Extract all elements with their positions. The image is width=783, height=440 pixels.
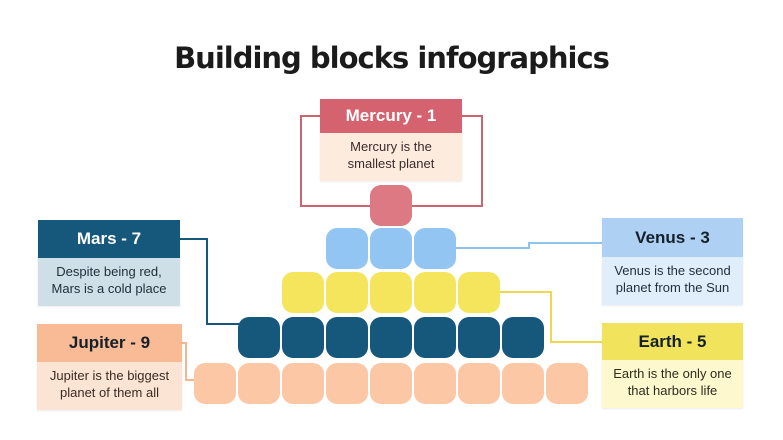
building-block-jupiter bbox=[414, 363, 456, 404]
label-card-venus: Venus - 3 Venus is the second planet fro… bbox=[602, 218, 743, 305]
connector-earth-segment bbox=[550, 291, 552, 343]
building-block-mars bbox=[414, 317, 456, 358]
building-block-jupiter bbox=[458, 363, 500, 404]
building-block-mars bbox=[458, 317, 500, 358]
venus-label: Venus - 3 bbox=[602, 218, 743, 257]
building-block-jupiter bbox=[282, 363, 324, 404]
connector-mars-segment bbox=[180, 238, 208, 240]
earth-label: Earth - 5 bbox=[602, 323, 743, 360]
building-block-earth bbox=[282, 272, 324, 313]
connector-earth-segment bbox=[499, 291, 552, 293]
pyramid-row-mars bbox=[238, 317, 544, 358]
connector-mars-segment bbox=[206, 238, 208, 325]
pyramid-row-mercury bbox=[370, 185, 412, 226]
connector-jupiter-segment bbox=[185, 379, 195, 381]
building-block-jupiter bbox=[238, 363, 280, 404]
label-card-jupiter: Jupiter - 9 Jupiter is the biggest plane… bbox=[37, 324, 182, 410]
building-block-jupiter bbox=[370, 363, 412, 404]
mars-label: Mars - 7 bbox=[38, 220, 180, 258]
page-title: Building blocks infographics bbox=[174, 41, 610, 75]
venus-description: Venus is the second planet from the Sun bbox=[602, 257, 743, 305]
label-card-mars: Mars - 7 Despite being red, Mars is a co… bbox=[38, 220, 180, 306]
connector-jupiter-segment bbox=[185, 342, 187, 381]
building-block-jupiter bbox=[326, 363, 368, 404]
connector-venus-segment bbox=[528, 242, 604, 244]
building-block-mars bbox=[370, 317, 412, 358]
building-block-mars bbox=[238, 317, 280, 358]
building-block-earth bbox=[414, 272, 456, 313]
building-block-venus bbox=[326, 228, 368, 269]
connector-jupiter-segment bbox=[181, 342, 187, 344]
building-block-mars bbox=[326, 317, 368, 358]
building-block-jupiter bbox=[194, 363, 236, 404]
mars-description: Despite being red, Mars is a cold place bbox=[38, 258, 180, 306]
building-block-mars bbox=[282, 317, 324, 358]
building-block-earth bbox=[326, 272, 368, 313]
pyramid-row-jupiter bbox=[194, 363, 588, 404]
connector-venus-segment bbox=[456, 247, 530, 249]
connector-mars-segment bbox=[206, 323, 239, 325]
label-card-mercury: Mercury - 1 Mercury is the smallest plan… bbox=[320, 99, 462, 181]
jupiter-label: Jupiter - 9 bbox=[37, 324, 182, 362]
building-block-jupiter bbox=[546, 363, 588, 404]
building-block-mars bbox=[502, 317, 544, 358]
pyramid-row-venus bbox=[326, 228, 456, 269]
building-block-venus bbox=[370, 228, 412, 269]
building-block-mercury bbox=[370, 185, 412, 226]
earth-description: Earth is the only one that harbors life bbox=[602, 360, 743, 408]
pyramid-row-earth bbox=[282, 272, 500, 313]
connector-earth-segment bbox=[550, 341, 604, 343]
building-block-earth bbox=[458, 272, 500, 313]
connector-venus-segment bbox=[528, 242, 530, 249]
label-card-earth: Earth - 5 Earth is the only one that har… bbox=[602, 323, 743, 408]
mercury-label: Mercury - 1 bbox=[320, 99, 462, 133]
mercury-description: Mercury is the smallest planet bbox=[320, 133, 462, 181]
building-block-venus bbox=[414, 228, 456, 269]
building-block-jupiter bbox=[502, 363, 544, 404]
building-block-earth bbox=[370, 272, 412, 313]
jupiter-description: Jupiter is the biggest planet of them al… bbox=[37, 362, 182, 410]
